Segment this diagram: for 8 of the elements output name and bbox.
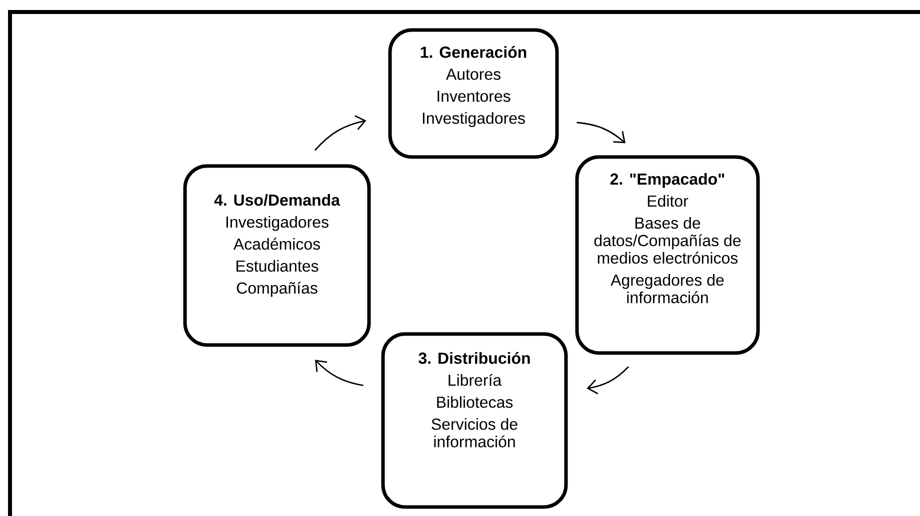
arrow [586,366,629,394]
stage-box: 4. Uso/Demanda Investigadores Académicos Estudiantes Compañías [183,164,371,347]
stage-box: 2. "Empacado" Editor Bases de datos/Compañías de medios electrónicos Agregadores de información [575,155,760,355]
arrow [314,115,366,151]
stage-box: 1. Generación Autores Inventores Investigadores [388,28,559,159]
stage-box: 3. Distribución Librería Bibliotecas Servicios de información [381,332,568,509]
arrow [576,122,626,144]
arrow [315,360,364,386]
